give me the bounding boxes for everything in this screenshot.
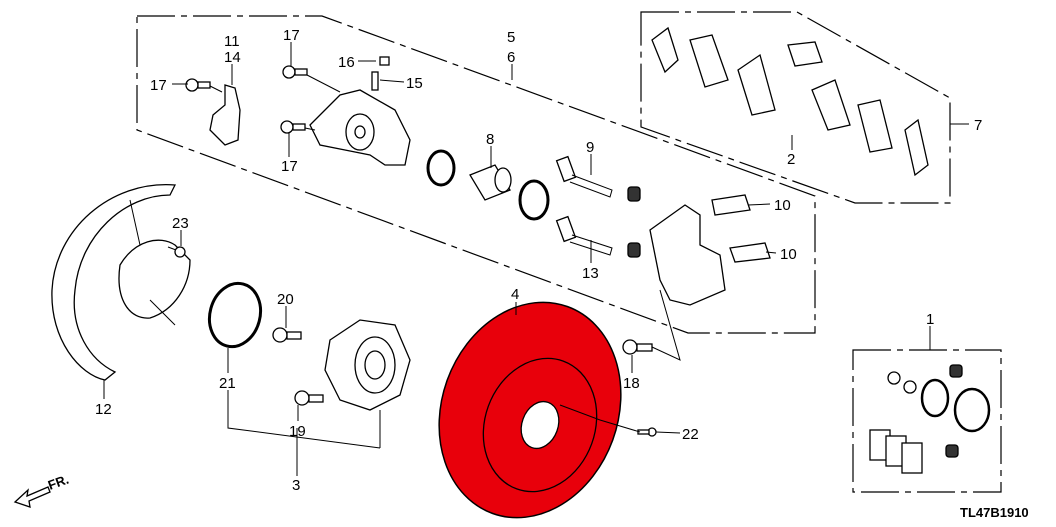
pin-boot[interactable] (627, 186, 641, 202)
o-ring[interactable] (203, 278, 268, 353)
seal-kit-box (852, 349, 1002, 493)
caliper-body[interactable] (309, 89, 411, 166)
hub-bolt-20[interactable] (272, 327, 302, 343)
callout-22[interactable]: 22 (682, 426, 699, 443)
bolt-23[interactable] (167, 246, 186, 258)
callout-14[interactable]: 14 (224, 49, 241, 66)
bleeder-screw[interactable] (371, 56, 390, 91)
pad-clip[interactable] (711, 194, 751, 216)
front-direction-arrow-icon (13, 486, 51, 508)
callout-7[interactable]: 7 (974, 117, 982, 134)
bolt-17[interactable] (185, 78, 211, 92)
hub-bolt-19[interactable] (294, 390, 324, 406)
front-direction-label: FR. (46, 472, 71, 493)
bolt-17[interactable] (282, 65, 308, 79)
caliper-assembly-box (136, 15, 816, 334)
callout-23[interactable]: 23 (172, 215, 189, 232)
bolt-18[interactable] (622, 339, 653, 355)
brake-disc[interactable] (410, 277, 651, 527)
callout-21[interactable]: 21 (219, 375, 236, 392)
callout-17[interactable]: 17 (283, 27, 300, 44)
callout-18[interactable]: 18 (623, 375, 640, 392)
piston-seal[interactable] (426, 149, 456, 187)
callout-15[interactable]: 15 (406, 75, 423, 92)
callout-20[interactable]: 20 (277, 291, 294, 308)
guide-pin[interactable] (555, 215, 613, 256)
callout-4[interactable]: 4 (511, 286, 519, 303)
bolt-17[interactable] (280, 120, 306, 134)
callout-17[interactable]: 17 (281, 158, 298, 175)
seal-kit[interactable] (869, 364, 991, 474)
callout-1[interactable]: 1 (926, 311, 934, 328)
guide-pin[interactable] (555, 155, 613, 198)
pin-boot[interactable] (627, 242, 641, 258)
callout-19[interactable]: 19 (289, 423, 306, 440)
callout-3[interactable]: 3 (292, 477, 300, 494)
pad-set-box (640, 11, 951, 204)
callout-13[interactable]: 13 (582, 265, 599, 282)
callout-5[interactable]: 5 (507, 29, 515, 46)
callout-10[interactable]: 10 (780, 246, 797, 263)
callout-8[interactable]: 8 (486, 131, 494, 148)
screw-22[interactable] (637, 427, 657, 437)
diagram-code: TL47B1910 (960, 505, 1029, 520)
hub-bearing[interactable] (324, 319, 411, 411)
callout-9[interactable]: 9 (586, 139, 594, 156)
callout-17[interactable]: 17 (150, 77, 167, 94)
pad-clip[interactable] (729, 242, 771, 263)
callout-12[interactable]: 12 (95, 401, 112, 418)
splash-guard[interactable] (51, 184, 191, 381)
bracket[interactable] (209, 84, 241, 146)
piston[interactable] (469, 164, 512, 201)
callout-16[interactable]: 16 (338, 54, 355, 71)
callout-10[interactable]: 10 (774, 197, 791, 214)
leader-lines (103, 42, 969, 476)
callout-6[interactable]: 6 (507, 49, 515, 66)
callout-11[interactable]: 11 (224, 33, 240, 50)
callout-2[interactable]: 2 (787, 151, 795, 168)
brake-pads[interactable] (651, 26, 929, 177)
piston-boot[interactable] (518, 179, 550, 221)
caliper-bracket[interactable] (649, 204, 726, 306)
